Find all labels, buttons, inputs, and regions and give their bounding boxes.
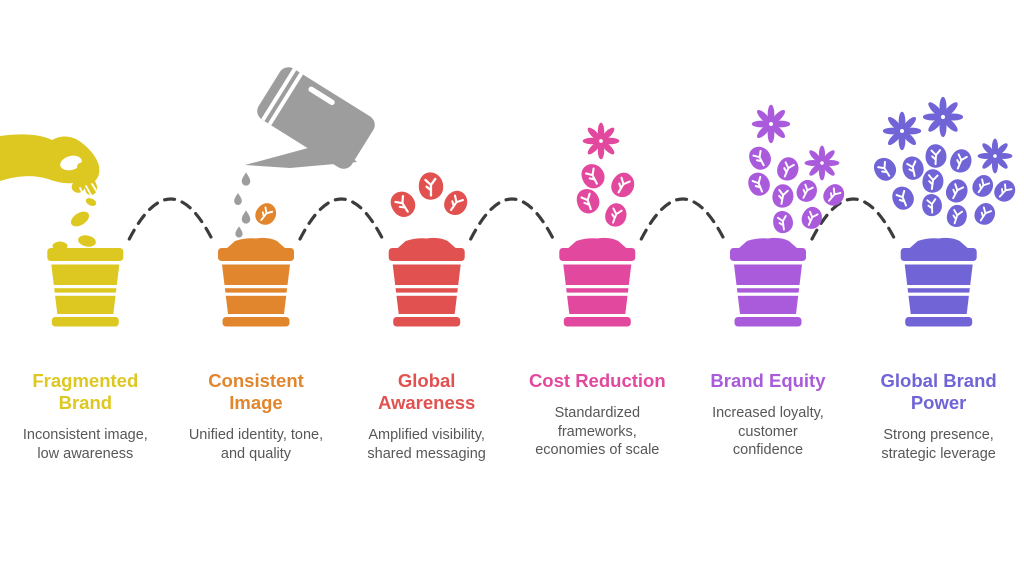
stage-6-graphic	[868, 96, 1021, 327]
plant-pot	[730, 248, 806, 327]
stage-description: Unified identity, tone, and quality	[188, 427, 324, 462]
stage-description: Amplified visibility, shared messaging	[367, 427, 486, 462]
flower-icon	[977, 138, 1013, 174]
plant-pot	[388, 248, 465, 327]
leaf-icon	[770, 208, 796, 236]
leaf-icon	[797, 203, 827, 233]
soil-mound	[226, 237, 286, 249]
water-drops-icon	[234, 172, 251, 238]
connector-arc	[127, 197, 214, 241]
leaf-icon	[572, 184, 604, 218]
soil-mound	[908, 237, 969, 249]
connector-arc	[810, 197, 897, 241]
hand-planting-seeds-icon	[0, 134, 100, 197]
leaf-icon	[989, 175, 1021, 207]
stage-1-graphic	[0, 134, 124, 327]
soil-mound	[396, 237, 457, 249]
stage-label-brand-equity: Brand Equity Increased loyalty, customer…	[683, 370, 854, 463]
leaf-icon	[439, 185, 473, 221]
soil-mound	[567, 237, 628, 249]
stage-label-consistent-image: Consistent Image Unified identity, tone,…	[171, 370, 342, 463]
connector-arc	[298, 197, 385, 241]
plant-pot	[218, 248, 294, 327]
stage-description: Standardized frameworks, economies of sc…	[535, 405, 660, 458]
leaf-icon	[576, 158, 610, 194]
leaf-icon	[743, 167, 775, 201]
leaf-icon	[250, 198, 282, 230]
watering-can-icon	[234, 67, 375, 238]
stage-5-graphic	[730, 104, 850, 327]
stage-title: Global Brand Power	[880, 370, 997, 413]
leaf-icon	[887, 181, 919, 215]
stage-description: Strong presence, strategic leverage	[881, 427, 996, 462]
stage-label-global-awareness: Global Awareness Amplified visibility, s…	[341, 370, 512, 463]
flower-icon	[751, 104, 791, 144]
plant-pot	[900, 248, 977, 327]
leaf-icon	[967, 170, 999, 202]
leaf-icon	[416, 170, 446, 202]
leaf-icon	[920, 167, 946, 195]
leaf-icon	[770, 181, 796, 211]
leaf-icon	[818, 179, 850, 211]
stage-label-global-brand-power: Global Brand Power Strong presence, stra…	[853, 370, 1024, 463]
soil-mound	[738, 237, 798, 249]
leaf-icon	[868, 152, 902, 186]
stage-labels-row: Fragmented Brand Inconsistent image, low…	[0, 370, 1024, 463]
stage-title: Global Awareness	[377, 370, 476, 413]
leaf-icon	[969, 198, 1001, 230]
leaf-icon	[943, 201, 971, 231]
stage-2-graphic	[218, 198, 294, 327]
leaf-icon	[898, 152, 928, 184]
flower-icon	[922, 96, 964, 138]
stage-title: Fragmented Brand	[32, 370, 139, 413]
stage-description: Increased loyalty, customer confidence	[712, 405, 824, 458]
connector-arc	[639, 197, 726, 241]
stage-4-graphic	[559, 122, 640, 327]
stage-title: Cost Reduction	[528, 370, 666, 391]
leaf-icon	[792, 175, 822, 207]
plant-pot	[559, 248, 636, 327]
connector-arcs	[127, 197, 897, 241]
leaf-icon	[606, 167, 640, 203]
stage-description: Inconsistent image, low awareness	[22, 427, 148, 462]
leaf-icon	[384, 185, 422, 223]
stage-label-cost-reduction: Cost Reduction Standardized frameworks, …	[512, 370, 683, 463]
stage-label-fragmented-brand: Fragmented Brand Inconsistent image, low…	[0, 370, 171, 463]
stage-title: Brand Equity	[710, 370, 826, 391]
leaf-icon	[941, 174, 973, 208]
stage-3-graphic	[384, 170, 473, 327]
flower-icon	[804, 145, 840, 181]
flower-icon	[882, 111, 922, 151]
leaf-icon	[924, 143, 948, 169]
stage-title: Consistent Image	[208, 370, 304, 413]
falling-seeds-icon	[52, 198, 97, 251]
leaf-icon	[744, 141, 776, 175]
leaf-icon	[946, 145, 976, 177]
leaf-icon	[773, 153, 803, 185]
leaf-icon	[601, 199, 631, 231]
connector-arc	[469, 197, 555, 241]
leaf-icon	[920, 192, 944, 218]
flower-icon	[582, 122, 620, 160]
plant-pot	[47, 248, 124, 327]
